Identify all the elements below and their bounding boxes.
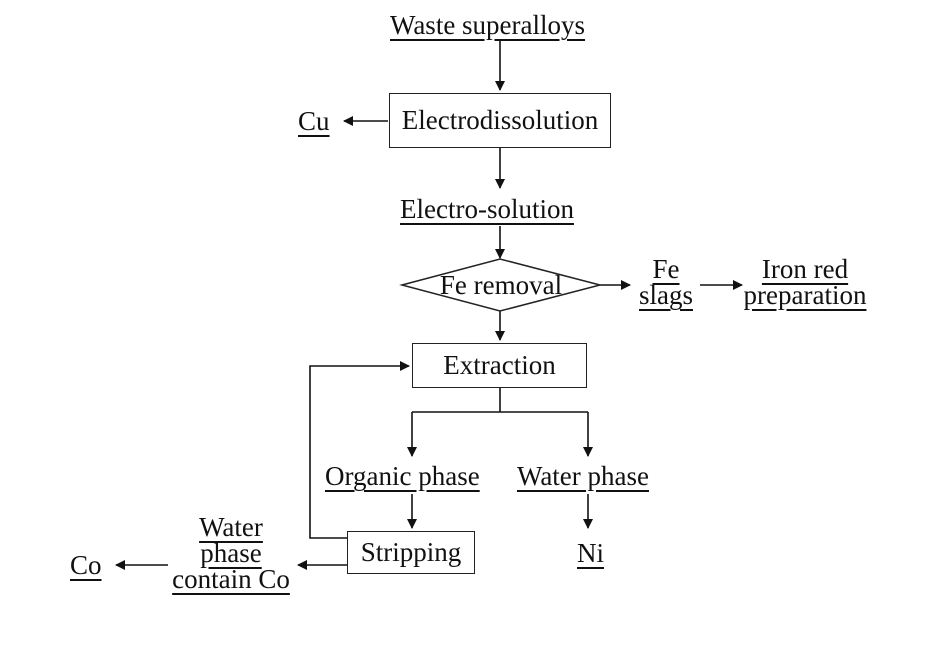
waste-superalloys-label: Waste superalloys — [390, 10, 586, 40]
organic-phase-label: Organic phase — [325, 461, 480, 491]
electrodissolution-label: Electrodissolution — [401, 105, 599, 135]
cu-label: Cu — [298, 106, 330, 136]
fe-slags-line-1: Fe — [652, 254, 680, 284]
extraction-label: Extraction — [443, 350, 556, 380]
co-label: Co — [70, 550, 102, 580]
ni-label: Ni — [577, 538, 604, 568]
iron-red-preparation-label: Iron red preparation — [734, 254, 876, 310]
water-phase-co-line-2: phase — [200, 538, 262, 568]
water-phase-co-line-1: Water — [199, 512, 263, 542]
iron-red-line-2: preparation — [743, 280, 867, 310]
stripping-label: Stripping — [360, 537, 462, 567]
electrodissolution-box: Electrodissolution — [389, 93, 611, 148]
stripping-box: Stripping — [347, 531, 475, 574]
iron-red-line-1: Iron red — [761, 254, 849, 284]
fe-slags-label: Fe slags — [634, 254, 698, 310]
fe-removal-label: Fe removal — [439, 270, 563, 300]
electro-solution-label: Electro-solution — [400, 194, 574, 224]
water-phase-contain-co-label: Water phase contain Co — [158, 512, 304, 594]
arrow-stripping-recycle-to-extraction — [309, 361, 410, 539]
water-phase-co-line-3: contain Co — [172, 564, 290, 594]
water-phase-label: Water phase — [517, 461, 650, 491]
extraction-box: Extraction — [412, 343, 587, 388]
fe-slags-line-2: slags — [639, 280, 693, 310]
fe-removal-diamond — [399, 258, 603, 312]
